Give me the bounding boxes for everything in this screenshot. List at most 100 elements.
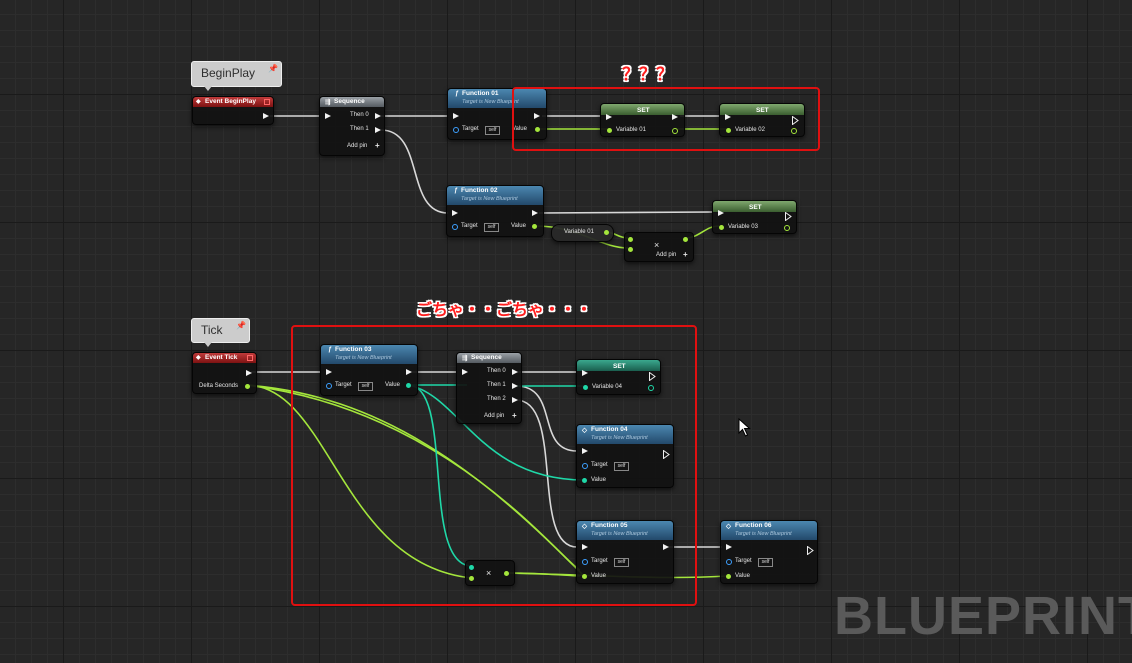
value-out-pin[interactable]: [683, 237, 688, 242]
value-out-pin[interactable]: [504, 571, 509, 576]
exec-out-pin[interactable]: [534, 113, 540, 119]
node-get-variable-01[interactable]: Variable 01: [551, 224, 614, 242]
value-in-pin[interactable]: [628, 247, 633, 252]
value-out-pin[interactable]: [648, 385, 654, 391]
node-title: SET: [613, 363, 626, 370]
value-out-pin[interactable]: [784, 225, 790, 231]
int-wire: [407, 384, 585, 481]
target-pin[interactable]: [452, 224, 458, 230]
node-event-tick[interactable]: ◆ Event Tick Delta Seconds: [192, 352, 257, 394]
add-pin-icon[interactable]: +: [683, 250, 688, 259]
exec-out-pin[interactable]: [512, 397, 518, 403]
node-sequence-2[interactable]: ⇶ Sequence Then 0 Then 1 Then 2 Add pin …: [456, 352, 522, 424]
exec-out-pin[interactable]: [785, 208, 792, 222]
node-title: Event Tick: [205, 354, 238, 361]
node-set-variable-02[interactable]: SET Variable 02: [719, 103, 805, 137]
exec-in-pin[interactable]: [725, 114, 731, 120]
exec-out-pin[interactable]: [792, 112, 799, 126]
exec-in-pin[interactable]: [726, 544, 732, 550]
value-in-pin[interactable]: [719, 225, 724, 230]
exec-out-pin[interactable]: [649, 368, 656, 382]
node-function-03[interactable]: ƒ Function 03 Target is New Blueprint Ta…: [320, 344, 418, 396]
exec-in-pin[interactable]: [325, 113, 331, 119]
node-title: Function 05: [591, 522, 628, 529]
highlight-box-tick-graph: [291, 325, 697, 606]
node-header: [193, 353, 256, 363]
value-out-pin[interactable]: [245, 384, 250, 389]
node-header: [577, 425, 673, 444]
node-title: SET: [756, 107, 769, 114]
pin-icon[interactable]: 📌: [236, 321, 246, 330]
value-in-pin[interactable]: [583, 385, 588, 390]
value-in-pin[interactable]: [628, 237, 633, 242]
exec-out-pin[interactable]: [672, 114, 678, 120]
exec-in-pin[interactable]: [606, 114, 612, 120]
value-out-pin[interactable]: [532, 224, 537, 229]
self-box: self: [485, 126, 500, 135]
node-multiply-2[interactable]: ×: [465, 560, 515, 586]
comment-beginplay[interactable]: BeginPlay 📌: [191, 61, 282, 91]
exec-out-pin[interactable]: [375, 113, 381, 119]
node-multiply-1[interactable]: × Add pin +: [624, 232, 694, 262]
comment-tick[interactable]: Tick 📌: [191, 318, 250, 347]
value-in-pin[interactable]: [582, 574, 587, 579]
exec-in-pin[interactable]: [453, 113, 459, 119]
node-function-06[interactable]: ◇ Function 06 Target is New Blueprint Ta…: [720, 520, 818, 584]
function-icon: ◇: [582, 427, 587, 434]
target-pin[interactable]: [582, 559, 588, 565]
add-pin-icon[interactable]: +: [375, 141, 380, 150]
function-icon: ƒ: [328, 346, 332, 353]
pin-icon[interactable]: 📌: [268, 64, 278, 73]
exec-out-pin[interactable]: [246, 370, 252, 376]
value-out-pin[interactable]: [791, 128, 797, 134]
target-pin[interactable]: [453, 127, 459, 133]
exec-in-pin[interactable]: [582, 544, 588, 550]
node-function-05[interactable]: ◇ Function 05 Target is New Blueprint Ta…: [576, 520, 674, 584]
exec-in-pin[interactable]: [582, 448, 588, 454]
node-sequence-1[interactable]: ⇶ Sequence Then 0 Then 1 Add pin +: [319, 96, 385, 156]
value-in-pin[interactable]: [726, 128, 731, 133]
node-set-variable-04[interactable]: SET Variable 04: [576, 359, 661, 395]
comment-label: BeginPlay: [201, 66, 256, 80]
delegate-pin[interactable]: [264, 99, 270, 105]
node-function-01[interactable]: ƒ Function 01 Target is New Blueprint Ta…: [447, 88, 547, 140]
node-set-variable-03[interactable]: SET Variable 03: [712, 200, 797, 234]
add-pin-icon[interactable]: +: [512, 411, 517, 420]
exec-out-pin[interactable]: [807, 542, 814, 556]
pin-label: Value: [591, 477, 606, 483]
node-function-02[interactable]: ƒ Function 02 Target is New Blueprint Ta…: [446, 185, 544, 237]
node-header: [447, 186, 543, 205]
exec-in-pin[interactable]: [582, 370, 588, 376]
delegate-pin[interactable]: [247, 355, 253, 361]
target-pin[interactable]: [582, 463, 588, 469]
exec-in-pin[interactable]: [718, 210, 724, 216]
value-in-pin[interactable]: [582, 478, 587, 483]
target-pin[interactable]: [326, 383, 332, 389]
node-title: Function 06: [735, 522, 772, 529]
value-in-pin[interactable]: [469, 576, 474, 581]
exec-out-pin[interactable]: [375, 127, 381, 133]
exec-out-pin[interactable]: [263, 113, 269, 119]
node-function-04[interactable]: ◇ Function 04 Target is New Blueprint Ta…: [576, 424, 674, 488]
value-in-pin[interactable]: [607, 128, 612, 133]
target-pin[interactable]: [726, 559, 732, 565]
value-out-pin[interactable]: [672, 128, 678, 134]
exec-out-pin[interactable]: [532, 210, 538, 216]
exec-out-pin[interactable]: [663, 544, 669, 550]
pin-label: Then 2: [487, 396, 506, 402]
exec-in-pin[interactable]: [326, 369, 332, 375]
exec-in-pin[interactable]: [462, 369, 468, 375]
exec-out-pin[interactable]: [406, 369, 412, 375]
value-out-pin[interactable]: [406, 383, 411, 388]
value-in-pin[interactable]: [469, 565, 474, 570]
value-out-pin[interactable]: [535, 127, 540, 132]
node-set-variable-01[interactable]: SET Variable 01: [600, 103, 685, 137]
exec-out-pin[interactable]: [512, 369, 518, 375]
exec-out-pin[interactable]: [663, 446, 670, 460]
exec-out-pin[interactable]: [512, 383, 518, 389]
exec-in-pin[interactable]: [452, 210, 458, 216]
value-out-pin[interactable]: [604, 230, 609, 235]
node-event-beginplay[interactable]: ◆ Event BeginPlay: [192, 96, 274, 125]
value-in-pin[interactable]: [726, 574, 731, 579]
